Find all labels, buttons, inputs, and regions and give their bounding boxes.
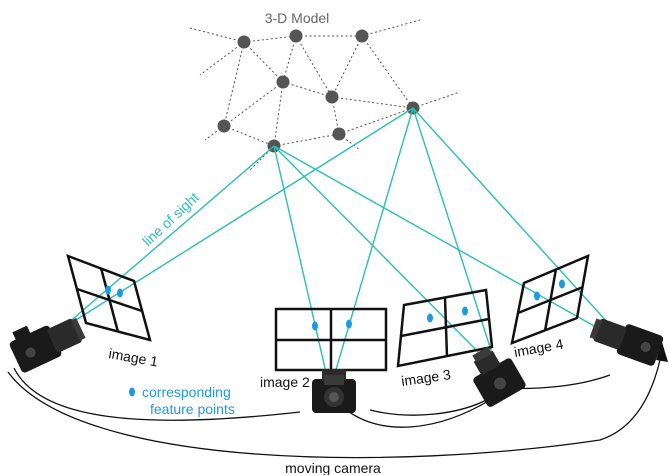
- line-of-sight-label: line of sight: [139, 189, 202, 249]
- model-node: [276, 75, 290, 89]
- feature-point: [312, 321, 318, 331]
- model-node: [237, 35, 251, 49]
- camera-1: [9, 317, 86, 373]
- legend-feature-point: [129, 387, 135, 397]
- model-node: [355, 29, 369, 43]
- image-label-1: image 1: [107, 345, 159, 369]
- feature-point: [427, 313, 433, 323]
- image-frame-1: [66, 253, 152, 342]
- feature-point: [462, 306, 468, 316]
- image-frame-4: [510, 253, 590, 345]
- model-node: [332, 127, 346, 141]
- feature-point: [117, 288, 123, 298]
- feature-point: [105, 285, 111, 295]
- legend-line-2: feature points: [150, 401, 235, 417]
- legend-line-1: corresponding: [142, 384, 231, 400]
- sight-lines: [59, 107, 629, 391]
- model-node: [217, 119, 231, 133]
- image-label-3: image 3: [400, 366, 452, 389]
- model-node: [289, 29, 303, 43]
- model-nodes: [217, 29, 420, 153]
- image-label-2: image 2: [260, 374, 310, 390]
- feature-point: [346, 319, 352, 329]
- camera-3: [472, 346, 526, 407]
- feature-points: [105, 279, 565, 331]
- moving-camera-label: moving camera: [285, 460, 381, 475]
- feature-point: [559, 279, 565, 289]
- image-frame-3: [396, 288, 494, 368]
- model-node: [325, 90, 339, 104]
- camera-4: [589, 318, 664, 366]
- model-title: 3-D Model: [265, 10, 330, 26]
- feature-point: [534, 291, 540, 301]
- model-mesh: [189, 19, 461, 171]
- camera-2: [312, 369, 356, 413]
- image-frame-2: [274, 307, 388, 372]
- camera-path: [7, 359, 661, 459]
- path-arrowhead: [656, 342, 668, 362]
